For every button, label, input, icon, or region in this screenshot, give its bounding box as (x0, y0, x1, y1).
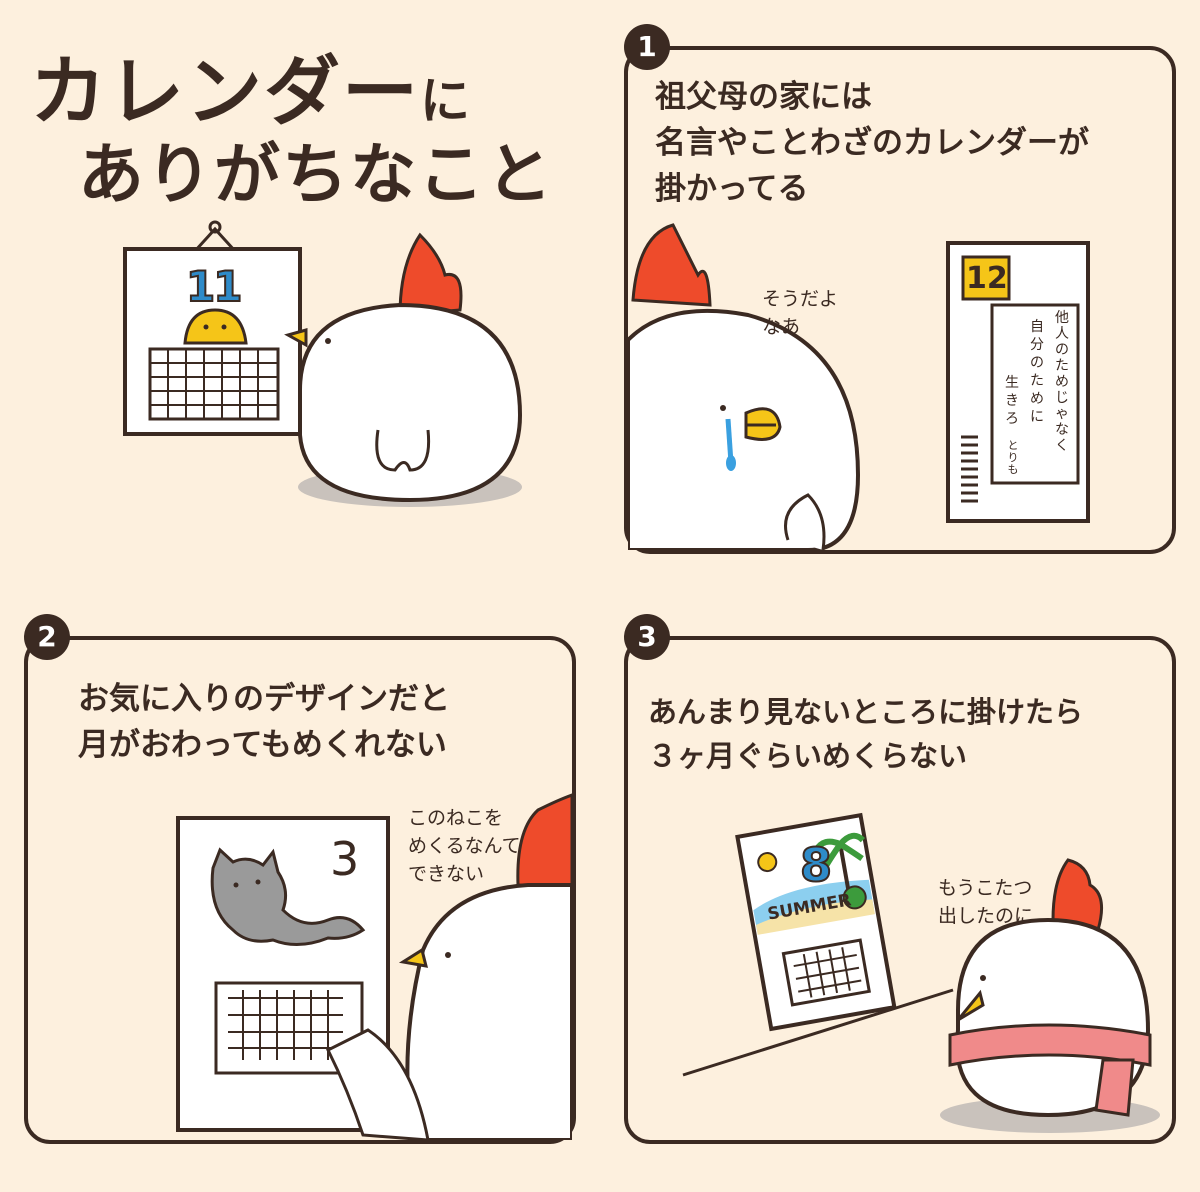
panel-2-calendar-month: 3 (330, 832, 360, 886)
panel-3-calendar-month: 8 (799, 837, 833, 893)
panel-3-speech: もうこたつ 出したのに (938, 877, 1034, 927)
scarf (948, 1023, 1152, 1067)
title-line-1: カレンダーに (30, 52, 472, 141)
panel-1-speech: そうだよ なあ (762, 288, 839, 338)
panel-1-caption: 祖父母の家には 名言やことわざのカレンダーが 掛かってる (655, 79, 1089, 207)
panel-2-illustration (176, 793, 572, 1140)
panel-1-illustration (628, 223, 1090, 550)
panel-2-number: 2 (24, 614, 70, 660)
panel-1-number: 1 (624, 24, 670, 70)
panel-3-illustration (682, 812, 1160, 1133)
panel-1-quote-col-2: 自 分 の た め に (1030, 319, 1044, 425)
panel-1-quote-col-3: 生 き ろ (1005, 375, 1019, 427)
panel-2-caption: お気に入りのデザインだと 月がおわってもめくれない (78, 681, 450, 763)
intro-calendar-month: 11 (185, 261, 243, 312)
panel-3-number: 3 (624, 614, 670, 660)
panel-3-caption: あんまり見ないところに掛けたら ３ヶ月ぐらいめくらない (648, 695, 1084, 773)
panel-1-signature: と り も (1007, 439, 1019, 476)
title-tail: に (420, 72, 472, 130)
title-line-2: ありがちなこと (78, 136, 554, 213)
panel-1-quote-col-1: 他 人 の た め じ ゃ な く (1055, 310, 1069, 454)
intro-illustration (123, 220, 523, 507)
panel-2-speech: このねこを めくるなんて できない (408, 807, 521, 885)
panel-1-calendar-date: 12 (966, 261, 1008, 296)
cat-illustration (210, 847, 366, 946)
title-main: カレンダー (30, 47, 420, 136)
